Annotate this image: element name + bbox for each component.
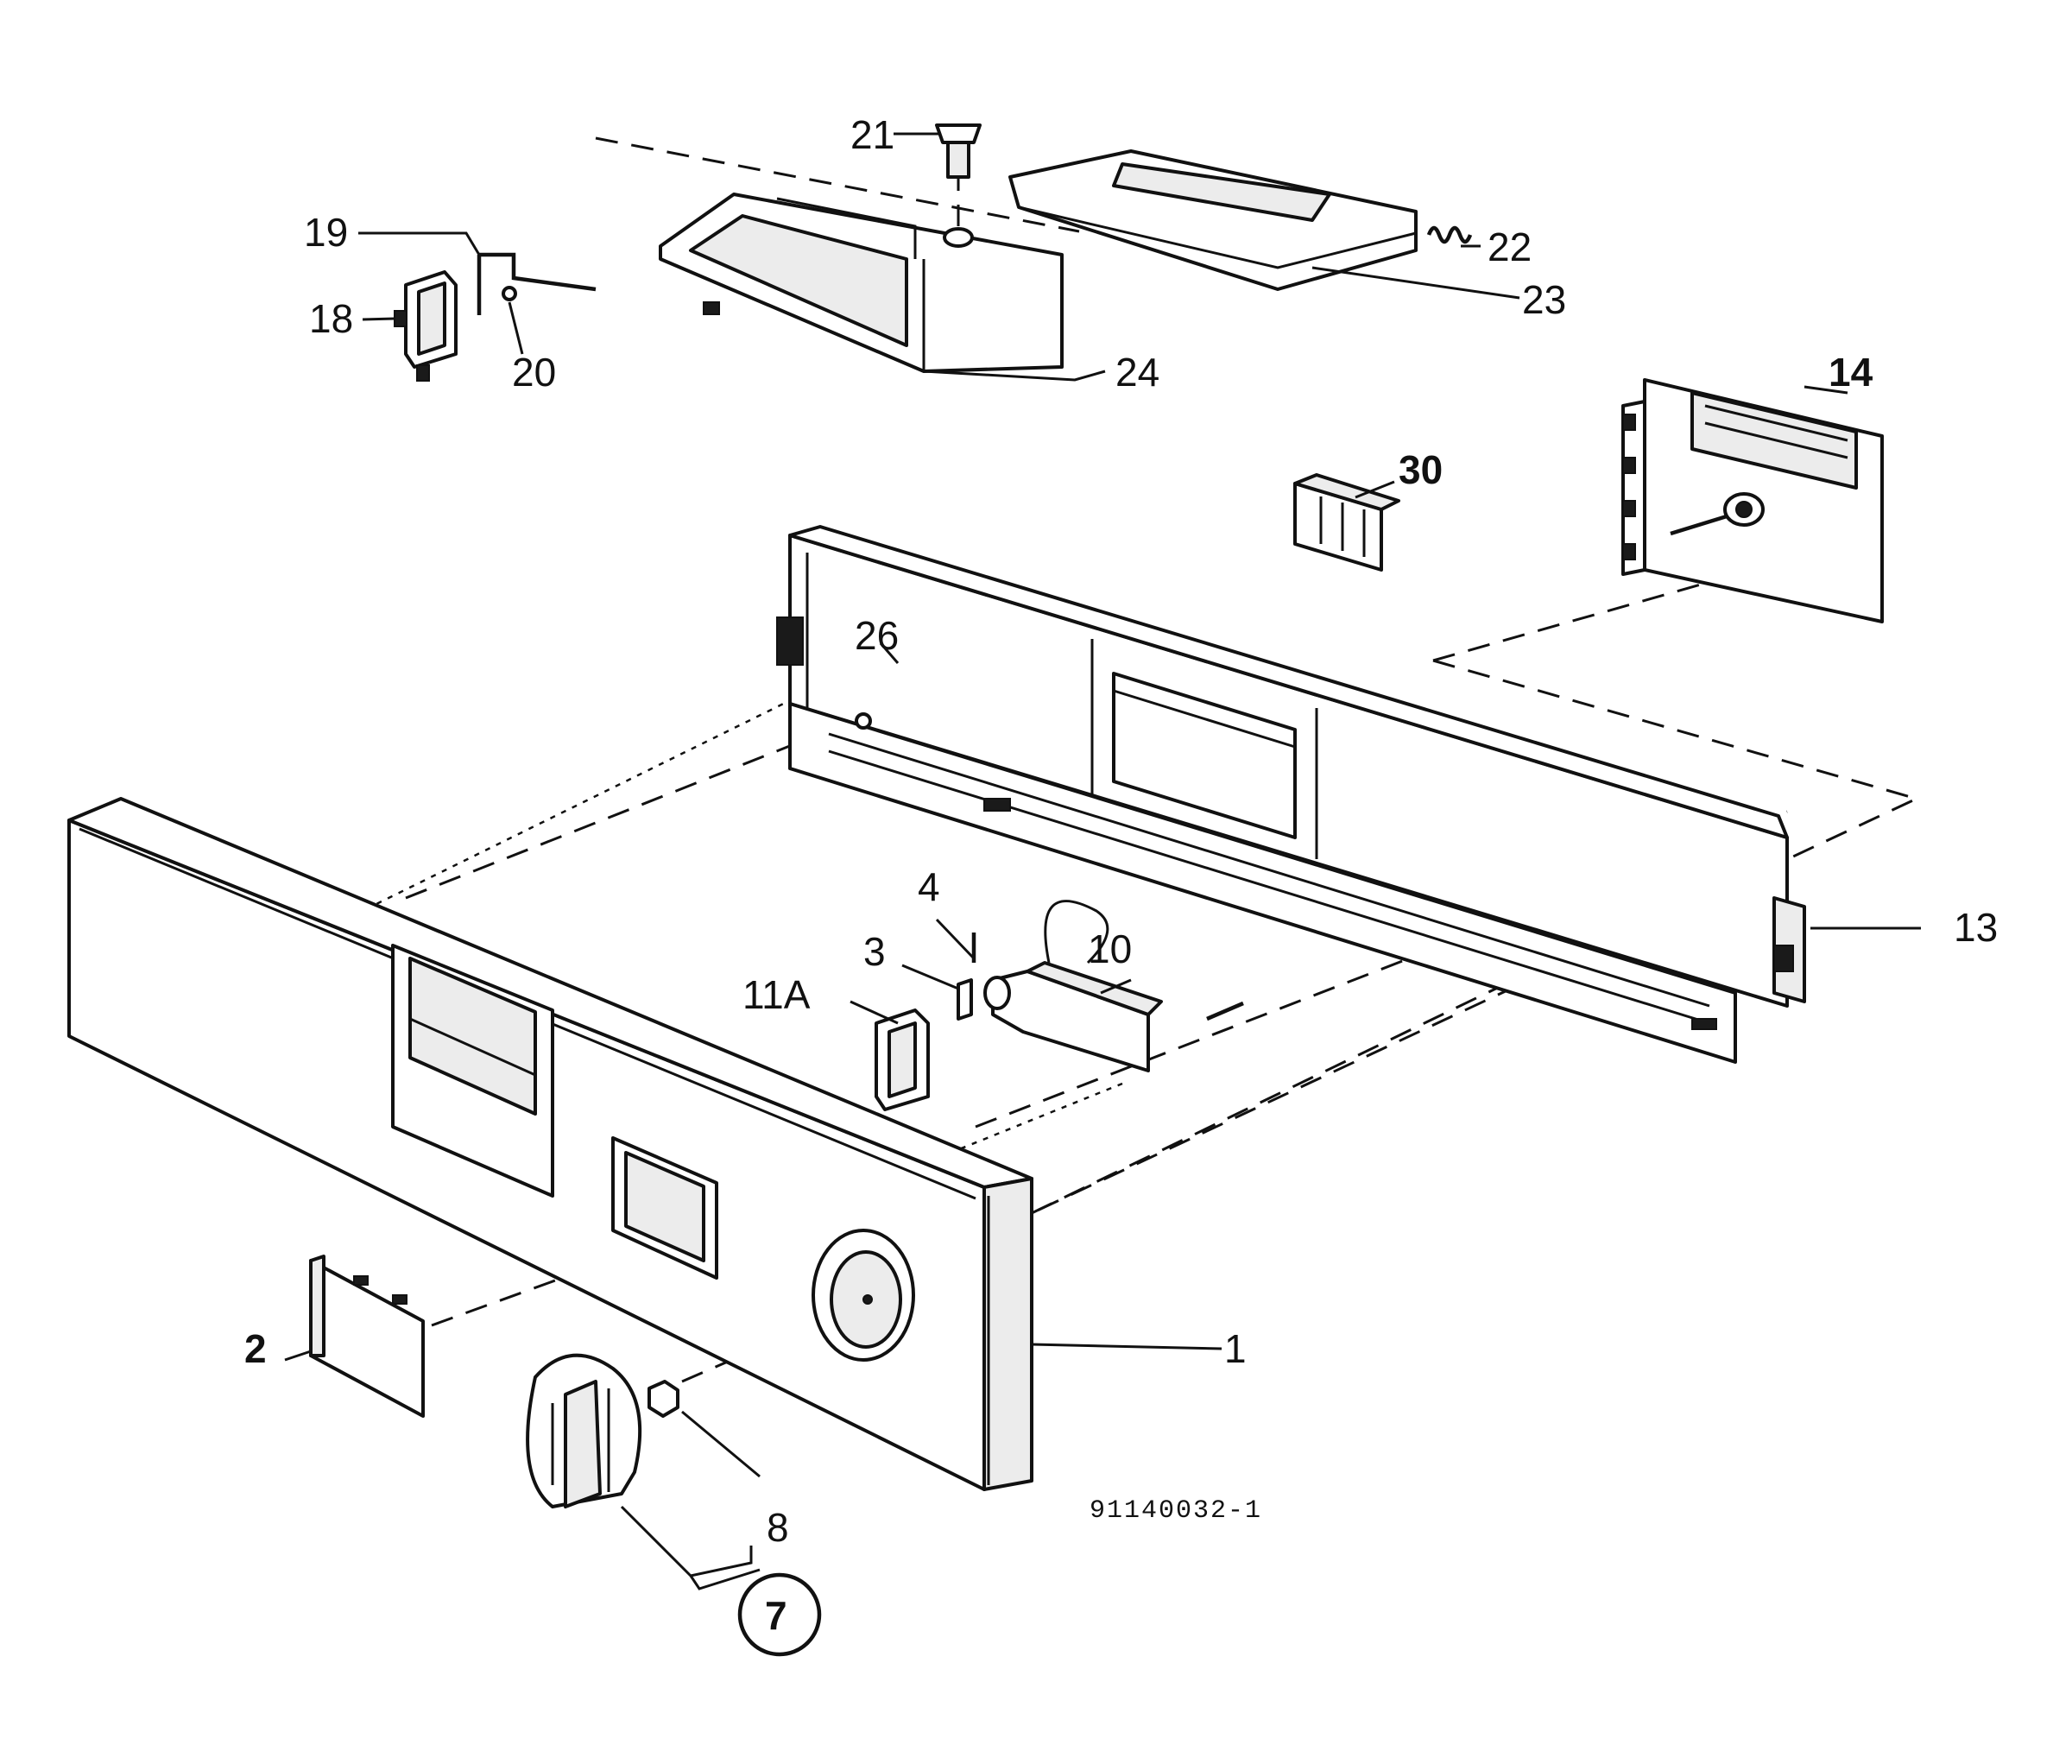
label-13: 13 — [1954, 905, 1998, 950]
label-26: 26 — [855, 613, 899, 658]
label-18: 18 — [309, 296, 353, 341]
indicator-lens-2 — [309, 1255, 425, 1418]
label-22: 22 — [1488, 224, 1532, 269]
control-knob-7 — [526, 1353, 642, 1508]
label-1: 1 — [1224, 1326, 1247, 1371]
lamp-parts — [875, 933, 976, 1111]
microswitch-18 — [394, 270, 458, 382]
front-panel — [67, 797, 1033, 1491]
label-4: 4 — [918, 864, 940, 909]
label-8: 8 — [767, 1505, 789, 1550]
leader-lines — [284, 132, 1921, 1590]
label-14: 14 — [1829, 350, 1873, 395]
label-21: 21 — [850, 112, 894, 157]
spring-22 — [1426, 225, 1473, 244]
label-23: 23 — [1522, 277, 1566, 322]
rear-frame — [776, 525, 1806, 1064]
part-labels: 1 2 3 4 7 8 10 11A 13 14 18 19 20 21 22 … — [244, 112, 1998, 1657]
label-2: 2 — [244, 1326, 267, 1371]
label-11a: 11A — [742, 972, 811, 1017]
dispenser-housing — [659, 193, 1064, 373]
knob-insert-8 — [648, 1380, 679, 1418]
label-19: 19 — [304, 210, 348, 255]
label-3: 3 — [863, 929, 886, 974]
timer-unit — [1621, 378, 1884, 623]
callout-circle-7 — [737, 1572, 822, 1657]
connector-block — [1293, 473, 1400, 572]
dispenser-lid — [1008, 149, 1418, 291]
lever-19 — [477, 252, 597, 315]
lamp-holder-10 — [983, 900, 1244, 1072]
screw-21 — [935, 123, 982, 179]
label-20: 20 — [512, 350, 556, 395]
drawing-code: 91140032-1 — [1090, 1496, 1262, 1526]
label-10: 10 — [1088, 926, 1132, 971]
label-30: 30 — [1399, 447, 1443, 492]
label-7: 7 — [765, 1593, 787, 1638]
label-24: 24 — [1115, 350, 1159, 395]
